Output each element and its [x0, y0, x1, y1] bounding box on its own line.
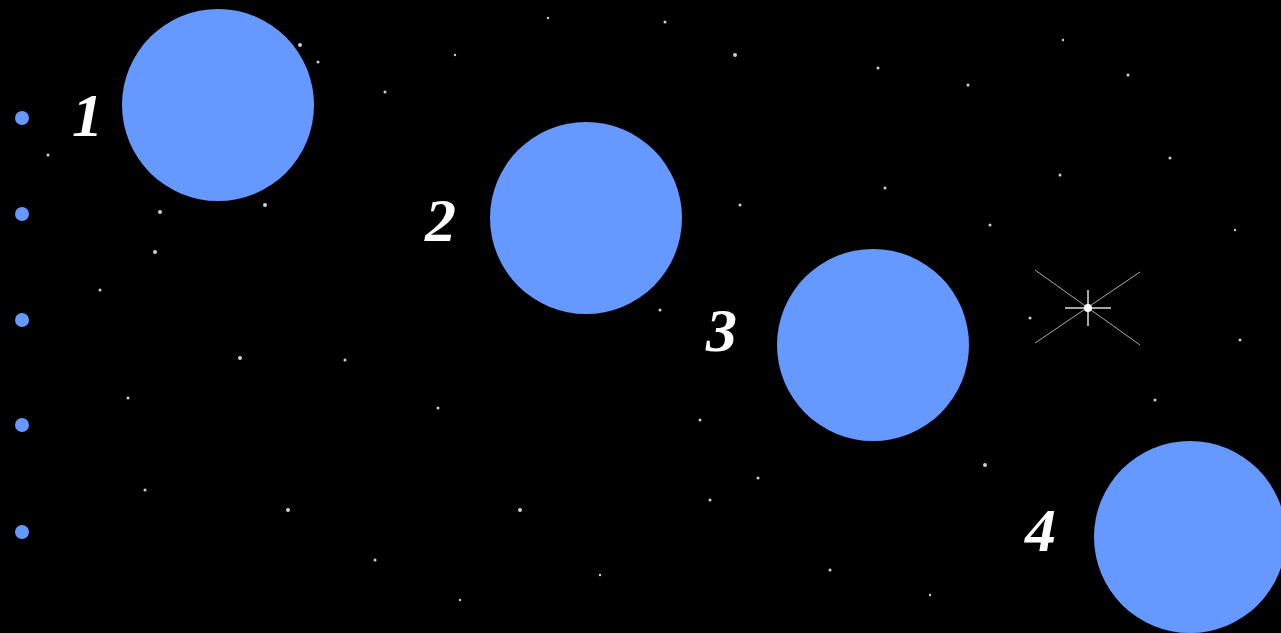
callout-number: 1: [72, 84, 103, 146]
bright-star: [1035, 270, 1140, 345]
planet-circle: 2: [490, 122, 682, 314]
callout-number: 2: [425, 189, 456, 251]
circle-shape: [490, 122, 682, 314]
circle-shape: [122, 9, 314, 201]
planet-circle: 4: [1094, 441, 1281, 633]
bullet-dots: [15, 111, 29, 539]
circle-shape: [1094, 441, 1281, 633]
callout-number: 3: [706, 299, 737, 361]
planet-circle: 3: [777, 249, 969, 441]
callout-number: 4: [1025, 499, 1056, 561]
circle-shape: [777, 249, 969, 441]
planet-circle: 1: [122, 9, 314, 201]
